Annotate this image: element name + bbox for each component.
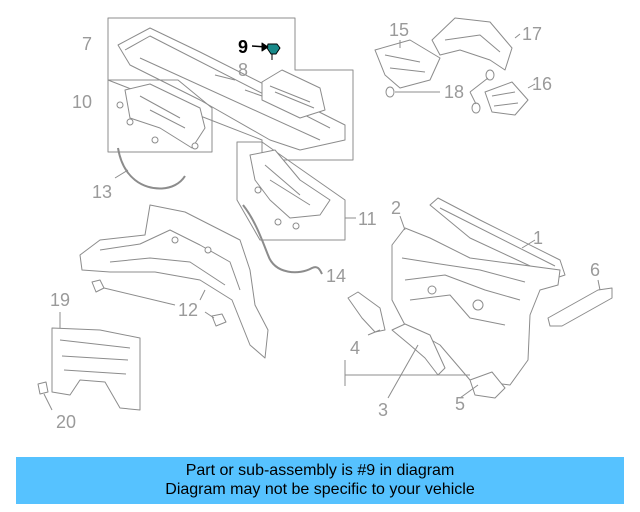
part-dash-panel-left	[79, 204, 269, 359]
callout-12: 12	[178, 300, 198, 320]
part-10-bracket	[124, 83, 206, 149]
callout-2: 2	[391, 198, 401, 218]
callout-19: 19	[50, 290, 70, 310]
callout-5: 5	[455, 394, 465, 414]
callout-14: 14	[326, 266, 346, 286]
callout-18: 18	[444, 82, 464, 102]
callout-16: 16	[532, 74, 552, 94]
group-box-11	[236, 141, 346, 241]
group-box-10	[107, 79, 213, 153]
callout-8: 8	[238, 60, 248, 80]
callout-13: 13	[92, 182, 112, 202]
part-7-cowl-top	[117, 27, 346, 151]
callout-17: 17	[522, 24, 542, 44]
part-11-bracket	[249, 149, 331, 219]
callout-3: 3	[378, 400, 388, 420]
banner-line-1: Part or sub-assembly is #9 in diagram	[185, 462, 455, 479]
part-3-bracket	[391, 323, 446, 376]
part-20-clip	[37, 381, 49, 395]
callout-7: 7	[82, 34, 92, 54]
part-6-bracket	[547, 287, 613, 327]
part-1-reinforcement	[429, 197, 566, 279]
banner-line-2: Diagram may not be specific to your vehi…	[165, 481, 475, 498]
part-16-bracket	[484, 81, 529, 116]
callout-20: 20	[56, 412, 76, 432]
callout-9: 9	[238, 37, 248, 57]
part-13-cable	[117, 147, 186, 190]
part-9-clip	[266, 43, 281, 60]
callout-11: 11	[358, 209, 377, 229]
callout-10: 10	[72, 92, 92, 112]
part-15-bracket	[374, 39, 441, 89]
part-18-grommet	[385, 86, 395, 98]
callout-6: 6	[590, 260, 600, 280]
callout-4: 4	[350, 338, 360, 358]
part-19-insulator	[51, 327, 141, 411]
callout-15: 15	[389, 20, 409, 40]
part-5-bracket	[469, 371, 506, 399]
part-14-cable	[242, 204, 323, 275]
parts-diagram: 7 9 8 10 13 11 14 15 17 18 16 1 2 6 19 1…	[37, 17, 613, 432]
part-12-grommet	[91, 279, 105, 293]
part-17-bracket	[431, 17, 513, 71]
part-4-bracket	[347, 291, 386, 333]
info-banner: Part or sub-assembly is #9 in diagram Di…	[16, 457, 624, 504]
callout-1: 1	[533, 228, 543, 248]
